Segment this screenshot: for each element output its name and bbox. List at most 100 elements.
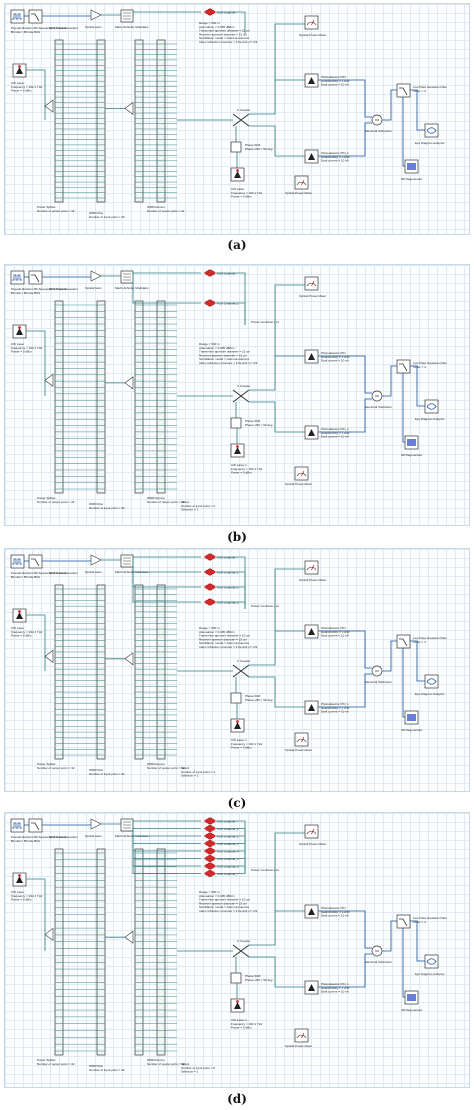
fso-input-wire — [132, 272, 201, 277]
cw-laser-main-label: CW Laser — [11, 626, 24, 630]
select-label: Selection = 1 — [181, 774, 199, 778]
electrical-subtractor-label: Electrical Subtractor — [365, 960, 392, 964]
eye-diagram-icon — [426, 403, 437, 410]
power-splitter-label: Number of output ports = 32 — [37, 209, 75, 213]
fso-channel-icon — [206, 847, 214, 855]
fso-output-wire — [216, 272, 246, 325]
eye-diagram-icon — [426, 958, 437, 965]
phase-shift-label: Phase shift = 90 deg — [245, 147, 273, 151]
wdm-demux-icon — [124, 652, 134, 666]
fso-channel-icon — [206, 583, 214, 591]
prbs-label: Pseudo-Random Bit Sequence Generator — [11, 571, 67, 575]
power-splitter-label: Power Splitter — [37, 1058, 56, 1062]
coupler-output-wire — [249, 910, 305, 946]
electrical-wire — [318, 79, 372, 118]
wdm-demux-label: WDM Demux — [147, 762, 165, 766]
prbs-label: Pseudo-Random Bit Sequence Generator — [11, 835, 67, 839]
fso-output-wire — [216, 586, 246, 609]
cw-laser-lo-label: Power = 0 dBm — [231, 471, 252, 475]
fso-channel-icon — [206, 855, 214, 862]
phase-shift-label: Phase Shift — [245, 974, 261, 978]
power-splitter-label: Power Splitter — [37, 762, 56, 766]
fso-channel-icon — [204, 826, 216, 831]
cw-laser-main-label: CW Laser — [11, 81, 24, 85]
low-pass-filter — [396, 83, 411, 98]
cw-laser-main-label: Frequency = 193.1 THz — [11, 630, 43, 634]
photodetector-2-label: Photodetector PIN_1 — [321, 151, 349, 155]
fso-params: Attenuation = 0.005 dB/km — [199, 630, 235, 634]
optical-gain-icon — [90, 818, 102, 830]
fso-channel-icon — [206, 840, 214, 847]
fso-channel-icon — [204, 856, 216, 861]
fso-params: Index refraction structure = 2.5e-014 m^… — [199, 40, 258, 44]
fso-channel-label: FSO Channel_2 — [217, 835, 239, 839]
photodetector-2-label: Dark current = 10 nA — [321, 990, 349, 994]
fso-channel-icon — [204, 871, 216, 876]
prbs-generator — [10, 9, 25, 24]
fso-channel-icon — [206, 832, 214, 840]
opm-label: Optical Power Meter — [299, 33, 326, 37]
regenerator-label: 3R Regenerator — [401, 453, 422, 457]
select-label: Number of input ports = 8 — [181, 1066, 215, 1070]
electrical-wire — [402, 928, 405, 998]
schematic: Pseudo-Random Bit Sequence GeneratorBit … — [10, 553, 447, 778]
cw-laser-lo-label: CW Laser 1 — [231, 463, 247, 467]
bit-sequence-icon — [12, 13, 22, 20]
x-coupler-label: X Coupler — [237, 384, 250, 388]
cw-laser-lo-label: CW Laser 1 — [231, 1018, 247, 1022]
select-label: Selection = 1 — [181, 1070, 199, 1074]
cw-laser-main-label: CW Laser — [11, 342, 24, 346]
power-splitter-icon — [44, 649, 54, 663]
prbs-label: Pseudo-Random Bit Sequence Generator — [11, 287, 67, 291]
power-combiner-label: Power Combiner 4x1 — [251, 604, 279, 608]
phase-shift-block — [230, 141, 242, 153]
cw-laser-main-label: Power = 0 dBm — [11, 634, 32, 638]
fso-params: Receiver aperture diameter = 15 cm — [199, 901, 247, 905]
optical-gain-label: Optical Gain — [85, 286, 102, 290]
fso-channel-label: FSO Channel_3 — [217, 601, 239, 605]
fso-channel-icon — [206, 8, 214, 16]
meter-dial-icon — [296, 738, 307, 743]
cw-laser-main-label: CW Laser — [11, 890, 24, 894]
cw-laser-main-label: Frequency = 193.1 THz — [11, 894, 43, 898]
power-splitter-ports — [54, 584, 64, 760]
photodiode-icon — [308, 628, 315, 635]
photodetector-1-label: Photodetector PIN — [321, 626, 346, 630]
phase-shift-label: Phase Shift — [245, 419, 261, 423]
fso-channel-label: FSO Channel — [217, 11, 236, 15]
fso-params: Transmitter aperture diameter = 10 cm — [199, 29, 251, 33]
fso-params: Index refraction structure = 2.5e-014 m^… — [199, 645, 258, 649]
coupler-output-wire — [249, 630, 305, 666]
cw-laser-main-label: Frequency = 193.1 THz — [11, 346, 43, 350]
fso-channel-icon — [204, 554, 216, 560]
photodetector-1-label: Dark current = 10 nA — [321, 83, 349, 87]
fso-params: Scintillation model = Gamma-Gamma — [199, 357, 249, 361]
wdm-demux-block — [134, 584, 144, 760]
prbs-generator — [10, 818, 25, 833]
wire — [26, 614, 46, 671]
caption-c: (c) — [227, 796, 247, 810]
wdm-demux-block — [134, 300, 144, 494]
laser-icon — [234, 447, 241, 454]
cw-laser-lo-label: Power = 0 dBm — [231, 746, 252, 750]
wdm-mux-block — [96, 848, 106, 1056]
electrical-wire — [402, 97, 405, 167]
electrical-subtractor-label: Electrical Subtractor — [365, 680, 392, 684]
prbs-generator — [10, 554, 25, 569]
power-combiner-label: Power Combiner 8x1 — [251, 868, 279, 872]
fso-channel-icon — [206, 862, 214, 870]
electrical-wire — [382, 89, 397, 121]
wdm-mux-block — [96, 584, 106, 760]
fso-output-wire — [216, 11, 246, 34]
eye-diagram-analyzer — [424, 674, 439, 689]
photodiode-icon — [308, 77, 315, 84]
coupler-output-wire — [249, 676, 305, 708]
phase-shift-label: Phase shift = 90 deg — [245, 698, 273, 702]
meter-needle-icon — [311, 828, 315, 835]
fso-params: Scintillation model = Gamma-Gamma — [199, 905, 249, 909]
fso-channel-icon — [206, 598, 214, 606]
mzm-label: Mach-Zehnder Modulator — [115, 570, 149, 574]
wdm-demux-ports — [156, 39, 166, 203]
meter-dial-icon — [306, 830, 317, 835]
photodetector-2-label: Dark current = 10 nA — [321, 159, 349, 163]
